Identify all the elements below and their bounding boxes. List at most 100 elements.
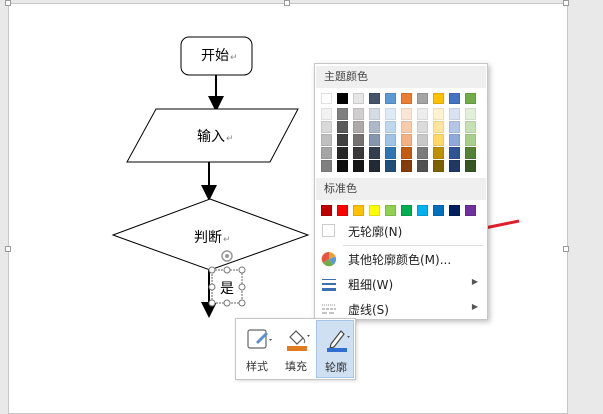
standard-color-swatch[interactable] xyxy=(353,205,364,216)
standard-color-swatch[interactable] xyxy=(385,205,396,216)
canvas-handle-top-right[interactable] xyxy=(563,0,569,6)
theme-shade-swatch[interactable] xyxy=(353,108,364,120)
standard-color-swatch[interactable] xyxy=(449,205,460,216)
canvas-handle-top-mid[interactable] xyxy=(284,0,290,6)
theme-shade-swatch[interactable] xyxy=(417,160,428,172)
theme-shade-swatch[interactable] xyxy=(385,108,396,120)
theme-shade-swatch[interactable] xyxy=(465,121,476,133)
theme-shade-swatch[interactable] xyxy=(385,121,396,133)
theme-shade-swatch[interactable] xyxy=(353,121,364,133)
theme-shade-swatch[interactable] xyxy=(465,147,476,159)
input-parallelogram-shape[interactable] xyxy=(126,108,299,163)
theme-shade-swatch[interactable] xyxy=(433,121,444,133)
theme-shade-swatch[interactable] xyxy=(401,108,412,120)
theme-shade-swatch[interactable] xyxy=(369,147,380,159)
fill-button[interactable]: 填充 xyxy=(277,320,315,378)
theme-shade-swatch[interactable] xyxy=(337,147,348,159)
theme-shade-swatch[interactable] xyxy=(353,134,364,146)
theme-shade-swatch[interactable] xyxy=(321,108,332,120)
theme-shade-swatch[interactable] xyxy=(353,147,364,159)
theme-shade-swatch[interactable] xyxy=(385,160,396,172)
theme-shade-swatch[interactable] xyxy=(417,121,428,133)
rotate-handle-icon[interactable] xyxy=(221,250,233,262)
no-outline-icon xyxy=(322,224,335,237)
yes-textbox-frame[interactable] xyxy=(211,269,243,304)
theme-shade-swatch[interactable] xyxy=(433,108,444,120)
standard-color-swatch[interactable] xyxy=(369,205,380,216)
theme-color-swatch[interactable] xyxy=(369,93,380,104)
theme-color-swatch[interactable] xyxy=(433,93,444,104)
theme-shade-swatch[interactable] xyxy=(353,160,364,172)
paragraph-mark-icon: ↵ xyxy=(226,134,234,144)
standard-color-swatch[interactable] xyxy=(321,205,332,216)
theme-shade-swatch[interactable] xyxy=(337,108,348,120)
start-label: 开始↵ xyxy=(201,48,238,64)
standard-color-swatch[interactable] xyxy=(401,205,412,216)
theme-shade-swatch[interactable] xyxy=(465,134,476,146)
theme-color-swatch[interactable] xyxy=(353,93,364,104)
pen-outline-icon xyxy=(327,330,350,352)
theme-shade-swatch[interactable] xyxy=(449,108,460,120)
theme-shade-swatch[interactable] xyxy=(449,147,460,159)
theme-shade-column xyxy=(337,108,348,172)
more-outline-colors-item[interactable]: 其他轮廓颜色(M)... xyxy=(316,247,486,271)
theme-shade-column xyxy=(369,108,380,172)
theme-shade-swatch[interactable] xyxy=(433,147,444,159)
theme-shade-swatch[interactable] xyxy=(321,134,332,146)
theme-shade-column xyxy=(401,108,412,172)
theme-shade-swatch[interactable] xyxy=(433,160,444,172)
theme-shade-swatch[interactable] xyxy=(321,121,332,133)
theme-color-swatch[interactable] xyxy=(401,93,412,104)
theme-shade-swatch[interactable] xyxy=(401,147,412,159)
standard-color-swatch[interactable] xyxy=(417,205,428,216)
dashes-item[interactable]: 虚线(S) ▶ xyxy=(316,297,486,321)
theme-color-swatch[interactable] xyxy=(449,93,460,104)
theme-shade-swatch[interactable] xyxy=(337,121,348,133)
weight-item[interactable]: 粗细(W) ▶ xyxy=(316,272,486,296)
paint-bucket-icon xyxy=(287,330,310,351)
theme-shade-swatch[interactable] xyxy=(449,160,460,172)
theme-shade-swatch[interactable] xyxy=(321,160,332,172)
theme-shade-swatch[interactable] xyxy=(465,108,476,120)
theme-shade-swatch[interactable] xyxy=(401,121,412,133)
theme-shade-swatch[interactable] xyxy=(449,121,460,133)
theme-color-swatch[interactable] xyxy=(337,93,348,104)
yes-textbox-handles[interactable] xyxy=(208,266,246,307)
theme-shade-swatch[interactable] xyxy=(433,134,444,146)
theme-shade-swatch[interactable] xyxy=(417,134,428,146)
theme-shade-swatch[interactable] xyxy=(465,160,476,172)
theme-shade-swatch[interactable] xyxy=(417,147,428,159)
theme-shade-swatch[interactable] xyxy=(417,108,428,120)
theme-shade-swatch[interactable] xyxy=(369,121,380,133)
theme-shade-swatch[interactable] xyxy=(385,147,396,159)
theme-color-swatch[interactable] xyxy=(321,93,332,104)
theme-shade-swatch[interactable] xyxy=(321,147,332,159)
theme-shade-swatch[interactable] xyxy=(337,134,348,146)
theme-shade-swatch[interactable] xyxy=(369,160,380,172)
paragraph-mark-icon: ↵ xyxy=(230,53,238,63)
canvas-handle-top-left[interactable] xyxy=(5,0,11,6)
canvas-handle-left-mid[interactable] xyxy=(5,246,11,252)
standard-color-swatch[interactable] xyxy=(465,205,476,216)
theme-color-swatch[interactable] xyxy=(465,93,476,104)
theme-shade-swatch[interactable] xyxy=(369,108,380,120)
theme-shade-column xyxy=(417,108,428,172)
theme-shade-swatch[interactable] xyxy=(369,134,380,146)
theme-shade-swatch[interactable] xyxy=(337,160,348,172)
outline-button[interactable]: 轮廓 xyxy=(316,320,354,378)
standard-color-swatch[interactable] xyxy=(337,205,348,216)
no-outline-item[interactable]: 无轮廓(N) xyxy=(316,219,486,243)
theme-color-swatch[interactable] xyxy=(385,93,396,104)
paragraph-mark-icon: ↵ xyxy=(223,235,231,245)
style-button[interactable]: 样式 xyxy=(238,320,276,378)
theme-shade-swatch[interactable] xyxy=(385,134,396,146)
theme-shade-column xyxy=(433,108,444,172)
theme-color-swatch[interactable] xyxy=(417,93,428,104)
theme-shade-swatch[interactable] xyxy=(401,134,412,146)
theme-shade-swatch[interactable] xyxy=(449,134,460,146)
input-label: 输入↵ xyxy=(197,129,234,145)
canvas-handle-right-mid[interactable] xyxy=(563,246,569,252)
theme-shade-swatch[interactable] xyxy=(401,160,412,172)
standard-color-swatch[interactable] xyxy=(433,205,444,216)
